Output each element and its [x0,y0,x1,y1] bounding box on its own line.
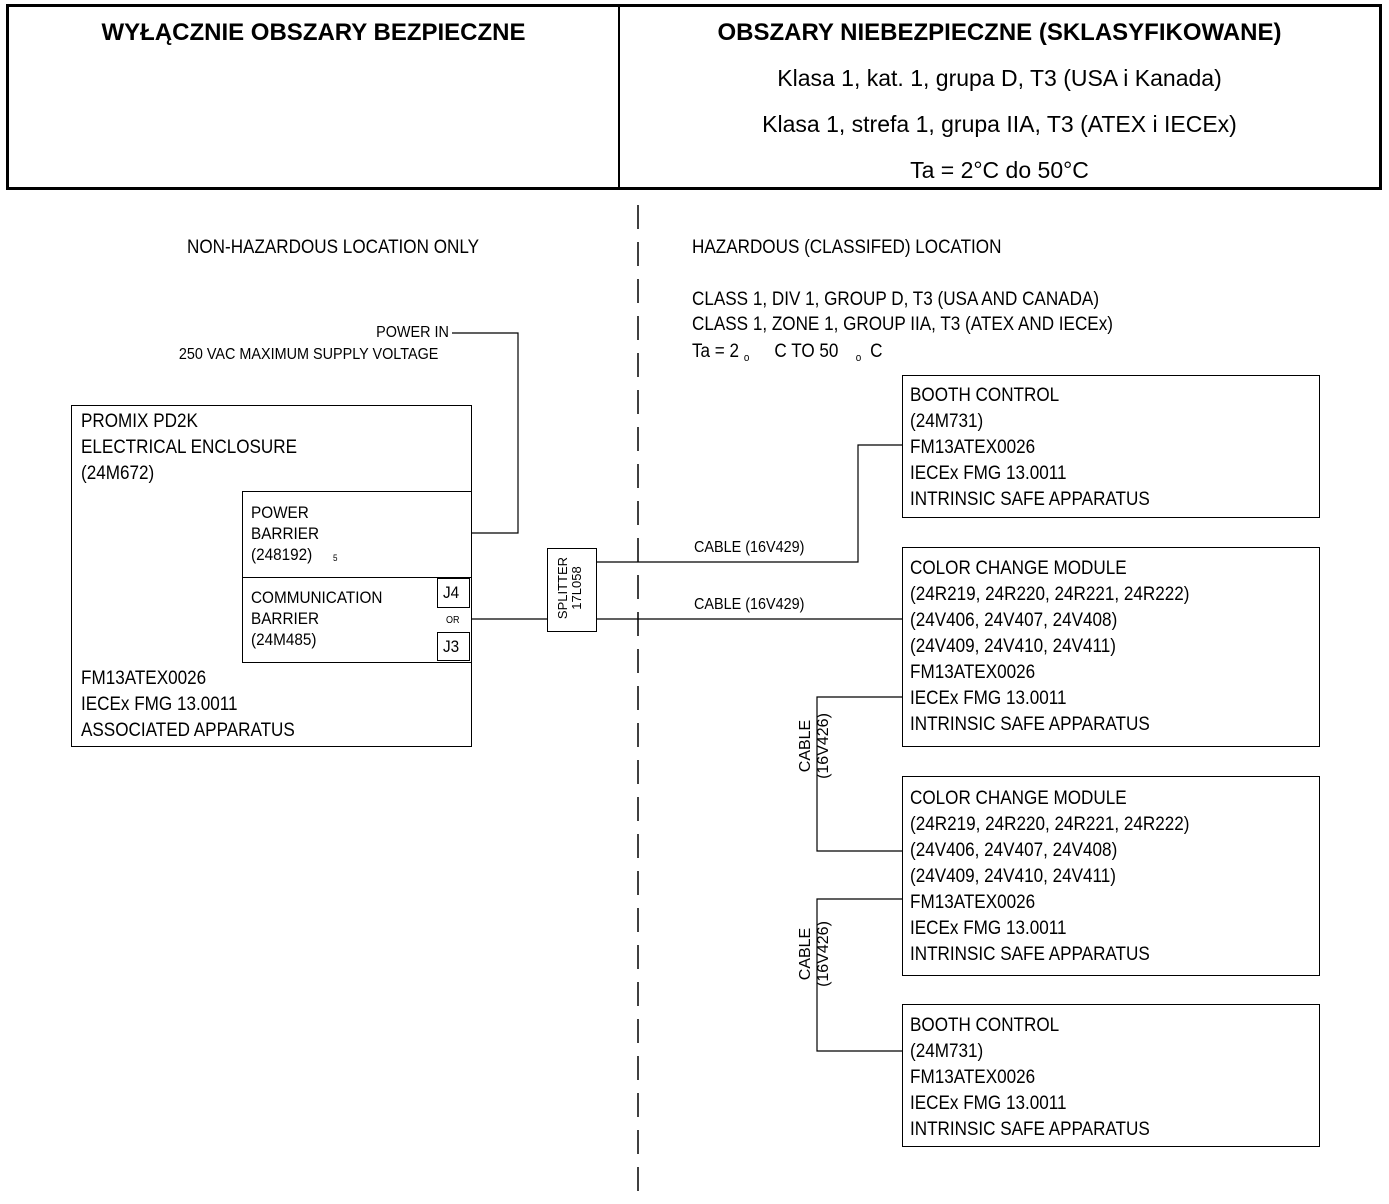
warning-number: 5 [333,553,338,563]
header-zone-line: Klasa 1, strefa 1, grupa IIA, T3 (ATEX i… [762,111,1237,137]
booth-control-box-top [902,375,1320,518]
j4-connector [437,578,470,608]
splitter-label: SPLITTER 17L058 [555,556,584,620]
color-change-module-text-2: COLOR CHANGE MODULE (24R219, 24R220, 24R… [910,788,1190,965]
cable-label-vertical-a: CABLE (16V426) [797,713,832,779]
non-hazardous-label: NON-HAZARDOUS LOCATION ONLY [187,237,480,258]
enclosure-certification: FM13ATEX0026 IECEx FMG 13.0011 ASSOCIATE… [81,668,295,741]
supply-voltage-label: 250 VAC MAXIMUM SUPPLY VOLTAGE [178,346,438,363]
ccm1-ccm2-wire [816,696,902,852]
j3-label: J3 [443,637,460,656]
color-change-module-text-1: COLOR CHANGE MODULE (24R219, 24R220, 24R… [910,558,1190,735]
communication-barrier-box [242,577,472,663]
splitter-booth-wire [597,444,902,563]
hazardous-area-title: OBSZARY NIEBEZPIECZNE (SKLASYFIKOWANE) [717,19,1282,46]
class-lines: CLASS 1, DIV 1, GROUP D, T3 (USA AND CAN… [692,289,1113,335]
cable-label-vertical-b: CABLE (16V426) [797,921,832,987]
communication-barrier-label: COMMUNICATION BARRIER (24M485) [251,588,383,649]
header-temp-line: Ta = 2°C do 50°C [910,157,1089,183]
header-divider [618,7,620,187]
j3-connector [437,632,470,661]
color-change-module-box-2 [902,776,1320,976]
enclosure-label: PROMIX PD2K ELECTRICAL ENCLOSURE (24M672… [81,411,298,484]
booth-control-text-top: BOOTH CONTROL (24M731) FM13ATEX0026 IECE… [910,385,1150,510]
hazardous-label: HAZARDOUS (CLASSIFED) LOCATION [692,237,1002,258]
safe-area-title: WYŁĄCZNIE OBSZARY BEZPIECZNE [101,19,526,46]
splitter-box [547,548,597,632]
ccm2-booth-wire [816,898,902,1052]
power-in-wire [452,332,519,534]
power-barrier-box [242,491,472,578]
header-class-line: Klasa 1, kat. 1, grupa D, T3 (USA i Kana… [777,65,1222,91]
ta-line: Ta = 2 o C TO 50 o C [692,341,883,364]
booth-control-text-bottom: BOOTH CONTROL (24M731) FM13ATEX0026 IECE… [910,1015,1150,1140]
or-label: OR [446,615,460,626]
hazardous-area-header: OBSZARY NIEBEZPIECZNE (SKLASYFIKOWANE) K… [620,7,1379,187]
color-change-module-box-1 [902,547,1320,747]
header-table: WYŁĄCZNIE OBSZARY BEZPIECZNE OBSZARY NIE… [6,4,1382,190]
power-barrier-label: POWER BARRIER (248192) [251,503,320,564]
power-in-label: POWER IN [376,324,449,341]
j4-label: J4 [443,583,460,602]
cable-label-top: CABLE (16V429) [694,539,805,556]
cable-label-middle: CABLE (16V429) [694,596,805,613]
booth-control-box-bottom [902,1004,1320,1147]
